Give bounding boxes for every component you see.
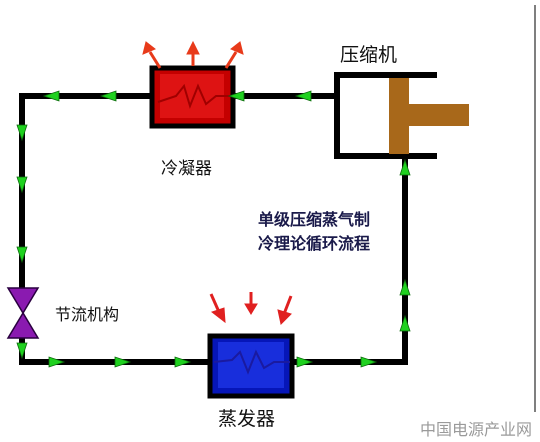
- condenser-highlight: [160, 74, 224, 118]
- pipe-top-left: [19, 93, 152, 290]
- green-arrow-icon: [16, 124, 28, 142]
- evaporator: [207, 333, 295, 399]
- hourglass-valve-icon: [6, 287, 40, 339]
- green-arrow-icon: [360, 356, 378, 368]
- red-arrow-down-icon: [244, 292, 258, 315]
- green-arrow-icon: [99, 90, 117, 102]
- pipe-bottom-right: [292, 156, 408, 365]
- title-line-2: 冷理论循环流程: [258, 234, 371, 253]
- green-arrow-icon: [227, 90, 245, 102]
- green-arrow-icon: [399, 158, 411, 176]
- throttle-label: 节流机构: [55, 305, 120, 324]
- green-arrow-icon: [399, 278, 411, 296]
- red-arrow-up-icon: [186, 40, 200, 66]
- green-arrow-icon: [16, 246, 28, 264]
- evaporator-label: 蒸发器: [218, 408, 276, 430]
- green-arrow-icon: [296, 356, 314, 368]
- valve-lower-triangle: [6, 311, 40, 339]
- green-arrow-icon: [48, 356, 66, 368]
- valve-upper-triangle: [6, 287, 40, 315]
- compressor: [334, 72, 469, 159]
- green-arrow-icon: [294, 90, 312, 102]
- flow-arrows: [16, 90, 411, 368]
- green-arrow-icon: [114, 356, 132, 368]
- heat-in-arrows: [209, 292, 293, 326]
- green-arrow-icon: [174, 356, 192, 368]
- evaporator-coil: [213, 349, 290, 375]
- red-arrow-down-icon: [209, 293, 226, 324]
- heat-out-arrows: [142, 40, 244, 69]
- compressor-cylinder: [334, 72, 437, 159]
- condenser-label: 冷凝器: [161, 159, 212, 179]
- condenser: [149, 65, 236, 129]
- red-arrow-down-icon: [277, 295, 293, 326]
- green-arrow-icon: [399, 314, 411, 332]
- green-arrow-icon: [16, 176, 28, 194]
- green-arrow-icon: [42, 90, 60, 102]
- watermark: 中国电源产业网: [420, 420, 533, 439]
- condenser-coil: [157, 83, 230, 110]
- red-arrow-up-icon: [142, 41, 162, 69]
- red-arrow-up-icon: [224, 41, 244, 69]
- title-line-1: 单级压缩蒸气制: [258, 210, 371, 229]
- compressor-piston-rod: [407, 104, 469, 126]
- compressor-label: 压缩机: [340, 44, 398, 66]
- compressor-piston-head: [389, 78, 409, 154]
- green-arrow-icon: [16, 342, 28, 360]
